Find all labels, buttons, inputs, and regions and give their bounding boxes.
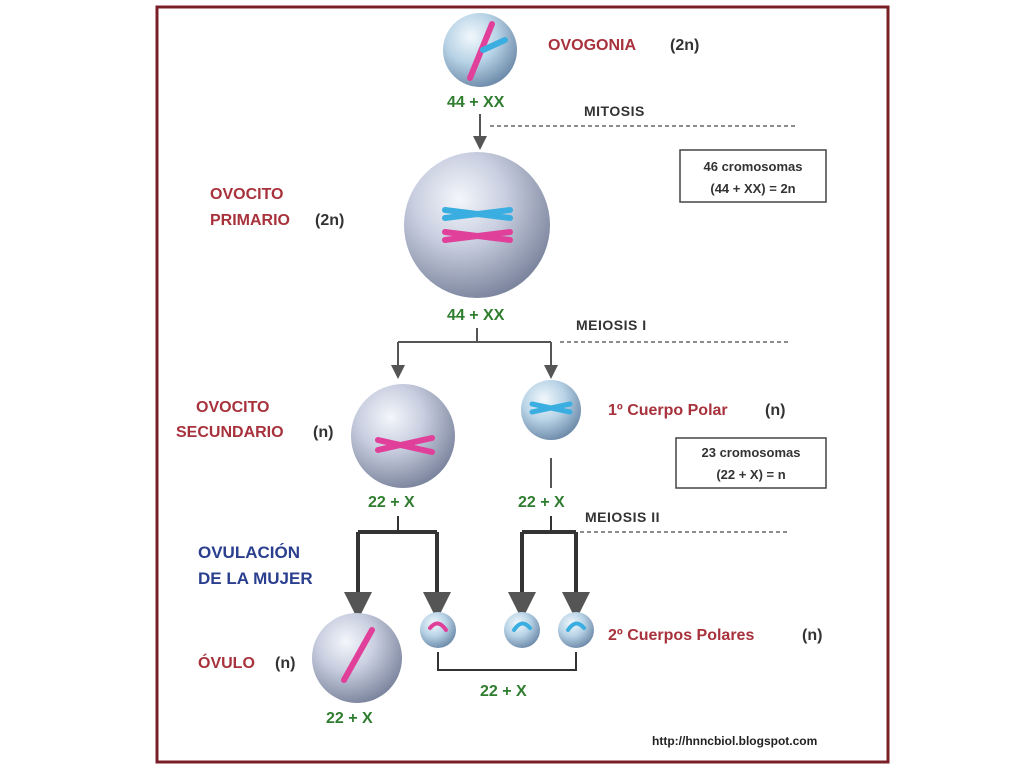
ovocito-primario-cell [404, 152, 550, 298]
primer-cuerpo-polar-formula: 22 + X [518, 494, 565, 511]
ovocito-primario-label-2: PRIMARIO [210, 212, 290, 229]
ovocito-primario-ploidy: (2n) [315, 212, 344, 229]
meiosis-2-branch-right [508, 516, 590, 620]
ovulo-label: ÓVULO [198, 653, 255, 672]
info-box-haploid-line1: 23 cromosomas [702, 445, 801, 460]
ovocito-secundario-label-1: OVOCITO [196, 399, 270, 416]
meiosis-2-branch-left [344, 516, 451, 620]
meiosis-1-label: MEIOSIS I [576, 317, 647, 333]
segundos-cuerpos-polares-label: 2º Cuerpos Polares [608, 627, 754, 644]
info-box-diploid-line2: (44 + XX) = 2n [710, 181, 795, 196]
meiosis-2-label: MEIOSIS II [585, 509, 660, 525]
ovocito-secundario-label-2: SECUNDARIO [176, 424, 284, 441]
chromosome-blue [512, 621, 532, 632]
ovulo-cell [312, 613, 402, 703]
chromosome-blue [566, 621, 586, 632]
info-box-haploid: 23 cromosomas (22 + X) = n [675, 437, 827, 489]
info-box-diploid: 46 cromosomas (44 + XX) = 2n [679, 149, 827, 203]
chromosome-blue [480, 37, 508, 53]
ovocito-secundario-ploidy: (n) [313, 424, 333, 441]
primer-cuerpo-polar-label: 1º Cuerpo Polar [608, 402, 728, 419]
ovulation-label-1: OVULACIÓN [198, 543, 300, 562]
polar-bodies-bracket [437, 652, 577, 671]
chromosome-pair-blue [442, 207, 513, 221]
ovogonia-ploidy: (2n) [670, 37, 699, 54]
chromosome-pair-pink [442, 229, 513, 243]
segundo-cuerpo-polar-2 [504, 612, 540, 648]
diagram-frame [155, 5, 890, 764]
segundo-cuerpo-polar-3 [558, 612, 594, 648]
chromosome-blue [529, 401, 573, 415]
ovogonia-label: OVOGONIA [548, 37, 636, 54]
info-box-diploid-line1: 46 cromosomas [704, 159, 803, 174]
segundos-cuerpos-polares-formula: 22 + X [480, 683, 527, 700]
info-box-haploid-line2: (22 + X) = n [716, 467, 785, 482]
ovocito-primario-label-1: OVOCITO [210, 186, 284, 203]
segundo-cuerpo-polar-1 [420, 612, 456, 648]
mitosis-label: MITOSIS [584, 103, 645, 119]
ovulo-ploidy: (n) [275, 655, 295, 672]
primer-cuerpo-polar-ploidy: (n) [765, 402, 785, 419]
chromosome-pink [428, 621, 448, 632]
ovocito-secundario-cell [351, 384, 455, 488]
ovulation-label-2: DE LA MUJER [198, 569, 313, 588]
source-url: http://hnncbiol.blogspot.com [652, 734, 817, 748]
chromosome-pink [341, 627, 375, 683]
ovocito-primario-formula: 44 + XX [447, 307, 505, 324]
ovogonia-cell [443, 13, 517, 87]
ovulo-formula: 22 + X [326, 710, 373, 727]
segundos-cuerpos-polares-ploidy: (n) [802, 627, 822, 644]
meiosis-1-branch [391, 328, 558, 379]
primer-cuerpo-polar-cell [521, 380, 581, 440]
chromosome-pink [375, 435, 435, 455]
ovogonia-formula: 44 + XX [447, 94, 505, 111]
ovocito-secundario-formula: 22 + X [368, 494, 415, 511]
